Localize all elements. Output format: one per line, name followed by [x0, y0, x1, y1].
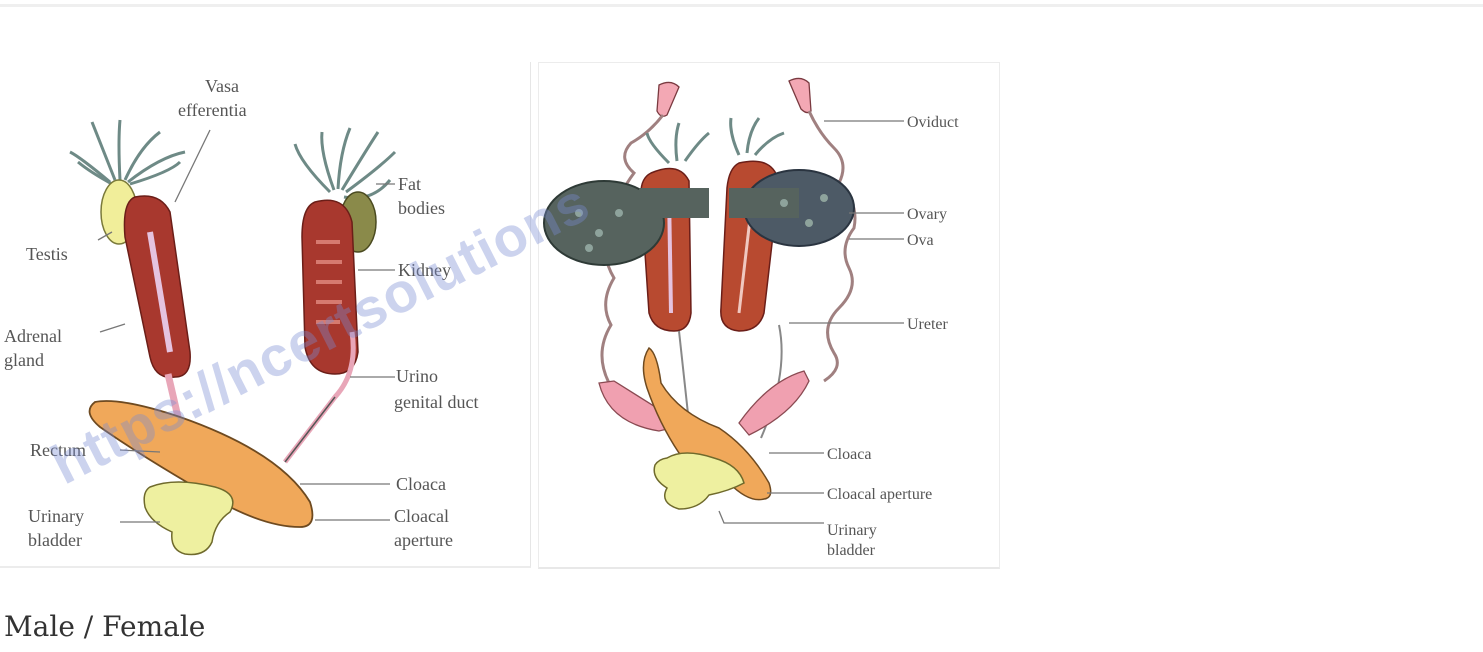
label-fat-bodies-line1: Fat: [398, 174, 421, 194]
label-oviduct: Oviduct: [907, 114, 959, 131]
label-ovary: Ovary: [907, 206, 947, 223]
adrenal-gland-left-icon: [147, 231, 173, 353]
label-vasa-efferentia-line1: Vasa: [205, 76, 239, 96]
urinogenital-duct-icon: [283, 331, 356, 464]
oviduct-funnel-left-icon: [656, 81, 680, 117]
top-divider: [0, 4, 1483, 7]
label-kidney: Kidney: [398, 260, 451, 280]
label-ureter: Ureter: [907, 316, 949, 333]
label-urinogenital-duct-line2: genital duct: [394, 392, 478, 412]
male-diagram-panel: Vasa efferentia Testis Fat bodies Kidney…: [0, 62, 531, 568]
ovary-left-icon: [543, 180, 665, 266]
label-vasa-efferentia-line2: efferentia: [178, 100, 247, 120]
label-ova: Ova: [907, 232, 934, 249]
uterus-right-icon: [738, 370, 810, 436]
label-adrenal-gland-line2: gland: [4, 350, 44, 370]
label-urinary-bladder-line1: Urinary: [28, 506, 84, 526]
label-urinary-bladder-line1: Urinary: [827, 522, 877, 539]
rectum-cloaca-icon: [88, 400, 314, 528]
label-testis: Testis: [26, 244, 68, 264]
label-cloacal-aperture: Cloacal aperture: [827, 486, 932, 503]
label-cloacal-aperture-line1: Cloacal: [394, 506, 449, 526]
female-diagram-panel: Oviduct Ovary Ova Ureter Cloaca Cloacal …: [538, 62, 1000, 569]
kidney-right-icon: [301, 199, 359, 375]
label-cloaca: Cloaca: [827, 446, 871, 463]
frog-urinogenital-figure: Vasa efferentia Testis Fat bodies Kidney…: [0, 62, 1000, 569]
fat-bodies-left-icon: [69, 119, 186, 186]
fat-bodies-right-icon: [293, 127, 397, 200]
label-fat-bodies-line2: bodies: [398, 198, 445, 218]
male-reproductive-system-illustration: Vasa efferentia Testis Fat bodies Kidney…: [4, 76, 478, 556]
urinary-bladder-icon: [653, 452, 745, 510]
label-urinary-bladder-line2: bladder: [827, 542, 876, 559]
label-urinogenital-duct-line1: Urino: [396, 366, 438, 386]
cloaca-icon: [642, 346, 772, 501]
oviduct-right-icon: [807, 110, 857, 383]
urinary-bladder-icon: [143, 481, 234, 556]
label-adrenal-gland-line1: Adrenal: [4, 326, 62, 346]
label-urinary-bladder-line2: bladder: [28, 530, 82, 550]
label-cloaca: Cloaca: [396, 474, 446, 494]
label-rectum: Rectum: [30, 440, 86, 460]
female-reproductive-system-illustration: Oviduct Ovary Ova Ureter Cloaca Cloacal …: [543, 77, 959, 559]
label-cloacal-aperture-line2: aperture: [394, 530, 453, 550]
oviduct-funnel-right-icon: [788, 77, 812, 114]
figure-caption: Male / Female: [4, 610, 206, 643]
